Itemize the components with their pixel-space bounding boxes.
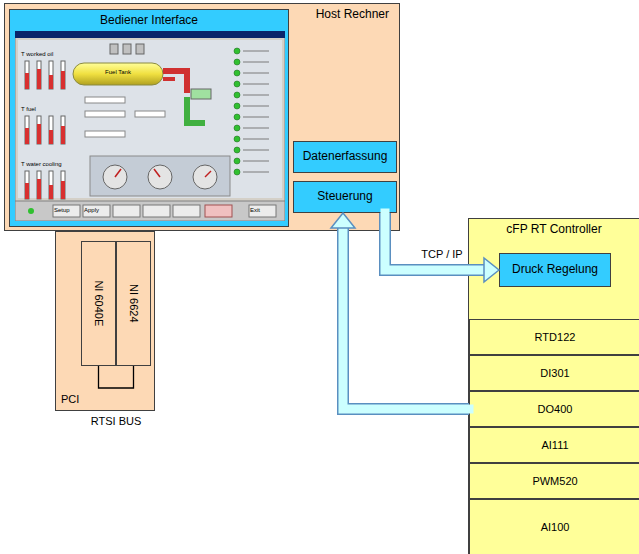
- host-box: Host Rechner Bediener Interface T worked …: [4, 3, 400, 231]
- node-label: NI 6040E: [92, 281, 105, 327]
- node-label: Bediener Interface: [100, 14, 198, 28]
- node-label: Datenerfassung: [303, 150, 388, 164]
- edge-label: RTSI BUS: [89, 415, 144, 427]
- pipe: [187, 97, 205, 123]
- node-label: PWM520: [532, 475, 577, 488]
- interface-box: Bediener Interface T worked oilT fuelT w…: [9, 9, 289, 227]
- card-box: NI 6040E: [81, 241, 116, 366]
- node-label: AI100: [541, 521, 570, 534]
- module-row: RTD122: [469, 319, 639, 355]
- process-box: Steuerung: [293, 181, 397, 213]
- panel: [18, 40, 282, 198]
- module-row: PWM520: [469, 463, 639, 499]
- screen-text: Apply: [84, 207, 99, 214]
- window: [15, 31, 285, 221]
- screen-text: Setup: [54, 207, 70, 214]
- status-leds: [233, 46, 273, 178]
- node-label: DO400: [538, 403, 573, 416]
- node-label: Host Rechner: [316, 8, 389, 22]
- edge-label: TCP / IP: [419, 248, 464, 260]
- module-row: DI301: [469, 355, 639, 391]
- card-box: NI 6624: [116, 241, 151, 366]
- node-label: Steuerung: [317, 190, 372, 204]
- module-row: DO400: [469, 391, 639, 427]
- screen-text: T worked oil: [21, 51, 53, 58]
- screenshot-drawing: [15, 31, 285, 221]
- fuel-tank: [73, 63, 163, 85]
- module-row: AI111: [469, 427, 639, 463]
- screen-text: Fuel Tank: [105, 69, 131, 76]
- node-label: cFP RT Controller: [506, 223, 601, 237]
- module-row: AI100: [469, 499, 639, 554]
- node-label: AI111: [541, 439, 568, 452]
- node-label: Druck Regelung: [512, 263, 598, 277]
- screen-text: T fuel: [21, 106, 36, 113]
- node-label: DI301: [540, 367, 569, 380]
- controller-box: cFP RT ControllerDruck RegelungRTD122DI3…: [468, 218, 639, 554]
- process-box: Datenerfassung: [293, 141, 397, 173]
- screenshot: T worked oil T fuel T water cooling Fuel Ta…: [15, 31, 285, 221]
- connector: [331, 213, 469, 409]
- screen-text: T water cooling: [21, 161, 62, 168]
- gauge-panel: [90, 156, 230, 196]
- pipe: [163, 71, 187, 93]
- pci-box: PCI NI 6040E NI 6624: [55, 231, 155, 411]
- title-bar: [15, 31, 285, 38]
- process-box: Druck Regelung: [499, 253, 611, 287]
- node-label: RTD122: [535, 331, 576, 344]
- button-bar: [15, 201, 285, 221]
- node-label: PCI: [61, 393, 79, 406]
- node-label: NI 6624: [127, 284, 140, 323]
- screen-text: Exit: [250, 207, 260, 214]
